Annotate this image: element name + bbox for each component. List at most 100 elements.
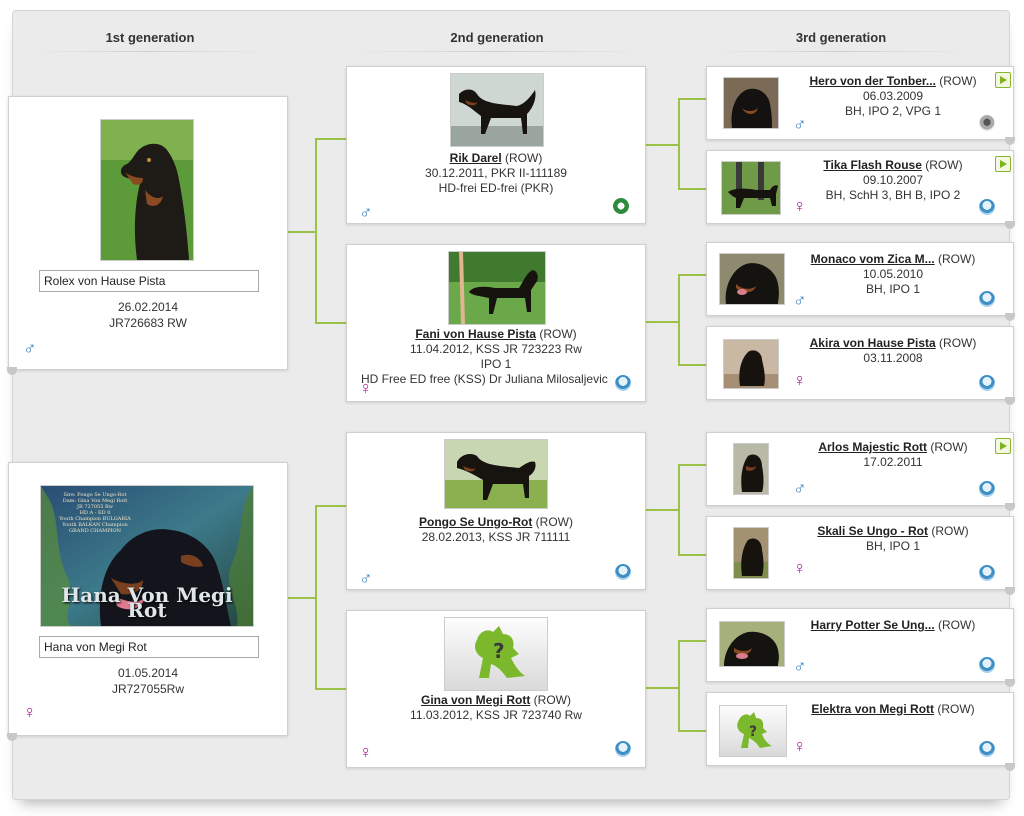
dog-photo[interactable] <box>733 443 769 495</box>
connector <box>678 640 680 732</box>
gen2-card-gina[interactable]: ? Gina von Megi Rott (ROW) 11.03.2012, K… <box>346 610 646 768</box>
dog-photo[interactable] <box>723 77 779 129</box>
dog-info-line: BH, IPO 1 <box>789 282 997 297</box>
dog-name-link[interactable]: Arlos Majestic Rott <box>818 440 927 454</box>
gen2-card-pongo[interactable]: Pongo Se Ungo-Rot (ROW) 28.02.2013, KSS … <box>346 432 646 590</box>
dog-photo[interactable] <box>723 339 779 389</box>
sitting-dog-image <box>724 340 778 388</box>
female-icon: ♀ <box>359 379 373 397</box>
dog-info-line: 10.05.2010 <box>789 267 997 282</box>
female-icon: ♀ <box>23 703 37 721</box>
connector <box>678 464 707 466</box>
dog-name-link[interactable]: Skali Se Ungo - Rot <box>817 524 928 538</box>
dog-photo-placeholder[interactable]: ? <box>444 617 548 691</box>
dog-name-field[interactable]: Rolex von Hause Pista <box>39 270 259 292</box>
dog-photo[interactable] <box>450 73 544 147</box>
photo-caption: Sire: Pongo Se Ungo-Rot Dam: Gina Von Me… <box>45 492 145 534</box>
connector <box>286 597 316 599</box>
club-icon[interactable] <box>979 115 995 131</box>
dog-info-line: 30.12.2011, PKR II-111189 <box>351 166 641 181</box>
dog-title: Tika Flash Rouse (ROW) <box>789 158 997 173</box>
dog-title: Arlos Majestic Rott (ROW) <box>789 440 997 455</box>
dog-name-link[interactable]: Tika Flash Rouse <box>823 158 921 172</box>
dog-title: Pongo Se Ungo-Rot (ROW) <box>351 515 641 530</box>
gen3-card-tika[interactable]: Tika Flash Rouse (ROW) 09.10.2007 BH, Sc… <box>706 150 1014 224</box>
dog-photo[interactable] <box>444 439 548 509</box>
dog-title: Monaco vom Zica M... (ROW) <box>789 252 997 267</box>
kss-club-icon[interactable] <box>979 741 995 757</box>
breed-code: (ROW) <box>532 515 573 529</box>
registration-number: JR726683 RW <box>9 316 287 331</box>
breed-code: (ROW) <box>922 158 963 172</box>
dog-title: Akira von Hause Pista (ROW) <box>789 336 997 351</box>
gen3-card-akira[interactable]: Akira von Hause Pista (ROW) 03.11.2008 ♀ <box>706 326 1014 400</box>
gen3-card-monaco[interactable]: Monaco vom Zica M... (ROW) 10.05.2010 BH… <box>706 242 1014 316</box>
play-video-icon[interactable] <box>995 72 1011 88</box>
gen2-card-fani[interactable]: Fani von Hause Pista (ROW) 11.04.2012, K… <box>346 244 646 402</box>
dog-photo[interactable] <box>721 161 781 215</box>
registration-number: JR727055Rw <box>9 682 287 697</box>
breed-code: (ROW) <box>530 693 571 707</box>
dog-name-link[interactable]: Hero von der Tonber... <box>809 74 935 88</box>
kss-club-icon[interactable] <box>615 741 631 757</box>
header-2nd-generation: 2nd generation <box>348 30 646 48</box>
dog-name-link[interactable]: Monaco vom Zica M... <box>811 252 935 266</box>
kss-club-icon[interactable] <box>979 375 995 391</box>
dog-info-line: HD Free ED free (KSS) Dr Juliana Milosal… <box>351 372 641 387</box>
male-icon: ♂ <box>793 115 807 133</box>
dog-name-link[interactable]: Rik Darel <box>450 151 502 165</box>
standing-dog-image <box>445 440 547 508</box>
kss-club-icon[interactable] <box>979 199 995 215</box>
play-video-icon[interactable] <box>995 438 1011 454</box>
connector <box>315 322 347 324</box>
kss-club-icon[interactable] <box>979 565 995 581</box>
connector <box>678 364 707 366</box>
breed-code: (ROW) <box>928 524 969 538</box>
dog-info-line: 11.04.2012, KSS JR 723223 Rw <box>351 342 641 357</box>
dog-name-link[interactable]: Akira von Hause Pista <box>810 336 936 350</box>
header-3rd-generation: 3rd generation <box>710 30 972 48</box>
gen2-card-rik-darel[interactable]: Rik Darel (ROW) 30.12.2011, PKR II-11118… <box>346 66 646 224</box>
kss-club-icon[interactable] <box>979 291 995 307</box>
connector <box>645 509 679 511</box>
sitting-dog-image <box>734 444 768 494</box>
gen1-card-rolex[interactable]: Rolex von Hause Pista 26.02.2014 JR72668… <box>8 96 288 370</box>
gen3-card-elektra[interactable]: ? Elektra von Megi Rott (ROW) ♀ <box>706 692 1014 766</box>
kss-club-icon[interactable] <box>979 481 995 497</box>
dog-info-line: IPO 1 <box>351 357 641 372</box>
dog-info-line: HD-frei ED-frei (PKR) <box>351 181 641 196</box>
dog-name-link[interactable]: Fani von Hause Pista <box>415 327 536 341</box>
dog-photo-placeholder[interactable]: ? <box>719 705 787 757</box>
gen3-card-harry-potter[interactable]: Harry Potter Se Ung... (ROW) ♂ <box>706 608 1014 682</box>
gen1-card-hana[interactable]: Sire: Pongo Se Ungo-Rot Dam: Gina Von Me… <box>8 462 288 736</box>
gen3-card-hero[interactable]: Hero von der Tonber... (ROW) 06.03.2009 … <box>706 66 1014 140</box>
play-video-icon[interactable] <box>995 156 1011 172</box>
dog-name-link[interactable]: Elektra von Megi Rott <box>811 702 934 716</box>
dog-name-link[interactable]: Harry Potter Se Ung... <box>811 618 935 632</box>
dog-name-field[interactable]: Hana von Megi Rot <box>39 636 259 658</box>
kss-club-icon[interactable] <box>979 657 995 673</box>
kss-club-icon[interactable] <box>615 375 631 391</box>
photo-title: Hana Von Megi Rot <box>41 588 253 618</box>
dog-head-image <box>720 622 784 666</box>
dog-photo[interactable]: Sire: Pongo Se Ungo-Rot Dam: Gina Von Me… <box>40 485 254 627</box>
gen3-card-skali[interactable]: Skali Se Ungo - Rot (ROW) BH, IPO 1 ♀ <box>706 516 1014 590</box>
dog-photo[interactable] <box>719 621 785 667</box>
pkr-club-icon[interactable] <box>613 198 629 214</box>
dog-photo[interactable] <box>448 251 546 325</box>
dog-photo[interactable] <box>100 119 194 261</box>
dog-info-line: 28.02.2013, KSS JR 711111 <box>351 530 641 545</box>
standing-dog-image <box>449 252 545 324</box>
kss-club-icon[interactable] <box>615 564 631 580</box>
connector <box>315 138 317 324</box>
connector <box>678 554 707 556</box>
dog-name-link[interactable]: Gina von Megi Rott <box>421 693 530 707</box>
dog-name-link[interactable]: Pongo Se Ungo-Rot <box>419 515 532 529</box>
header-1st-generation: 1st generation <box>30 30 270 48</box>
male-icon: ♂ <box>793 479 807 497</box>
female-icon: ♀ <box>793 371 807 389</box>
gen3-card-arlos[interactable]: Arlos Majestic Rott (ROW) 17.02.2011 ♂ <box>706 432 1014 506</box>
dog-title: Elektra von Megi Rott (ROW) <box>789 702 997 717</box>
dog-photo[interactable] <box>733 527 769 579</box>
dog-photo[interactable] <box>719 253 785 305</box>
